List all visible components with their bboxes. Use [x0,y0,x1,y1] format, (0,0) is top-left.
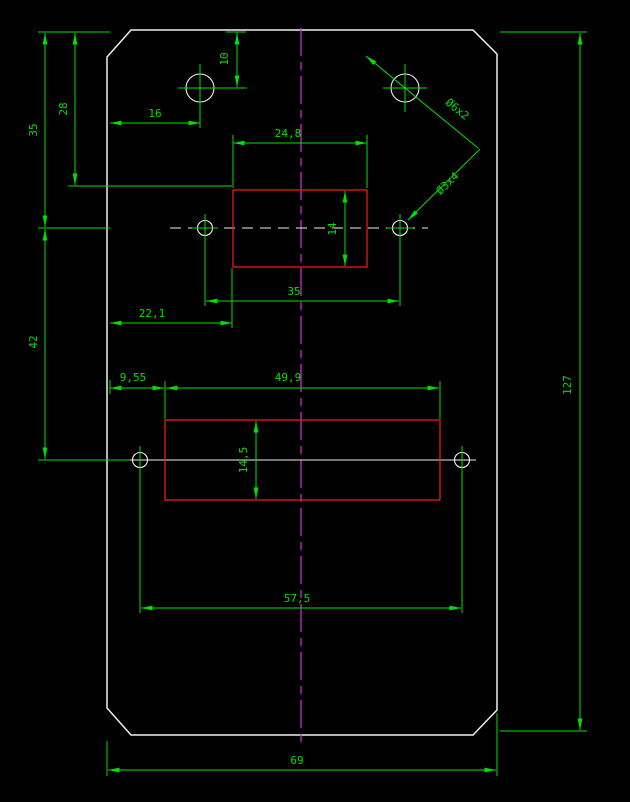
feature-rect-upper-shape [232,189,368,268]
dim-bottom-69[interactable]: 69 [108,754,496,773]
leader-d6x2[interactable]: Ø6x2 [365,55,479,149]
plate-outline-shape [106,29,498,736]
dim-right-127[interactable]: 127 [561,33,583,730]
dim-left-28[interactable]: 28 [57,33,78,185]
dim-mid-35[interactable]: 35 [206,285,399,304]
feature-rect-lower-shape [164,419,441,501]
hole-low-left[interactable] [131,446,149,474]
dim-low-9-55[interactable]: 9,55 [110,371,164,391]
dim-top-24-8-text: 24,8 [275,127,302,140]
dim-top-10[interactable]: 10 [218,33,240,87]
dim-top-10-text: 10 [218,52,231,65]
dim-low-14-5-text: 14,5 [237,447,250,474]
leader-d3x4[interactable]: Ø3x4 [407,148,481,221]
dim-left-42[interactable]: 42 [27,229,48,459]
dim-mid-35-text: 35 [287,285,300,298]
dim-left-35[interactable]: 35 [27,33,48,227]
dim-left-28-text: 28 [57,102,70,115]
feature-rect-lower[interactable] [164,419,441,501]
dim-mid-22-1[interactable]: 22,1 [110,307,232,326]
dim-mid-14[interactable]: 14 [326,191,348,266]
leader-d3x4-text: Ø3x4 [434,169,462,197]
dim-low-49-9-text: 49,9 [275,371,302,384]
dim-low-14-5[interactable]: 14,5 [237,421,259,499]
dim-left-35-text: 35 [27,123,40,136]
feature-rect-upper[interactable] [232,189,368,268]
leader-d6x2-line [365,55,479,149]
dim-right-127-text: 127 [561,375,574,395]
dim-left-42-text: 42 [27,335,40,348]
dim-top-16[interactable]: 16 [110,107,200,126]
dim-low-49-9[interactable]: 49,9 [166,371,439,391]
dim-low-57-5[interactable]: 57,5 [141,592,461,611]
leader-d3x4-line [407,148,481,221]
extension-lines [38,31,587,776]
leader-d6x2-text: Ø6x2 [443,96,472,123]
dim-top-16-text: 16 [148,107,161,120]
dim-top-24-8[interactable]: 24,8 [233,127,367,146]
dim-low-57-5-text: 57,5 [284,592,311,605]
dim-bottom-69-text: 69 [290,754,303,767]
dim-mid-14-text: 14 [326,222,339,236]
plate-outline[interactable] [106,29,498,736]
dim-mid-22-1-text: 22,1 [139,307,166,320]
dim-low-9-55-text: 9,55 [120,371,147,384]
hole-low-right[interactable] [453,446,471,474]
